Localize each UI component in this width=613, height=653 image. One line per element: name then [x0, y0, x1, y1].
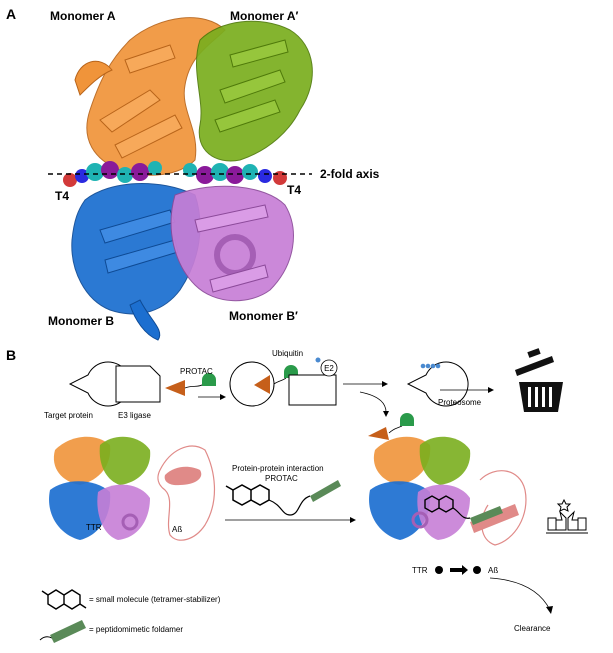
clearance-label: Clearance: [514, 624, 551, 633]
ppi-protac-line1: Protein-protein interaction: [232, 464, 324, 473]
monomer-b-label: Monomer B: [48, 314, 114, 328]
legend-small-molecule-icon: [41, 589, 87, 610]
e3-ligase-label: E3 ligase: [118, 411, 151, 420]
ttr-tetramer-structure: [63, 17, 313, 341]
ppi-protac-molecule: [225, 480, 341, 516]
polyubiquitin-chain: [420, 363, 441, 369]
abeta-right-label: Aß: [488, 566, 498, 575]
bound-ppi-protac: [424, 495, 471, 519]
thumbs-up-icon: [546, 498, 588, 534]
ttr-dot: [435, 566, 443, 574]
arrow-protac-release: [359, 391, 387, 413]
ttr-tetramer-small-right: [369, 436, 471, 540]
protac-molecule: [165, 373, 216, 396]
monomer-b-ribbon: [71, 183, 201, 341]
ubiquitin-label: Ubiquitin: [272, 349, 303, 358]
ternary-e3-ligase: [288, 374, 337, 406]
panel-b-label: B: [6, 347, 16, 363]
abeta-peptide-left: [157, 445, 215, 541]
monomer-a-ribbon: [74, 17, 226, 176]
monomer-a-label: Monomer A: [50, 9, 116, 23]
ubiquitin-dot: [315, 357, 321, 363]
legend-foldamer-icon: [39, 620, 86, 643]
monomer-b-prime-label: Monomer B′: [229, 309, 298, 323]
target-protein-label: Target protein: [44, 411, 93, 420]
monomer-b-prime-ribbon: [170, 185, 294, 302]
ttr-right-label: TTR: [412, 566, 428, 575]
e3-ligase-shape: [115, 365, 161, 403]
e2-label: E2: [324, 364, 334, 373]
legend-peptidomimetic: = peptidomimetic foldamer: [89, 625, 183, 634]
abeta-dot: [473, 566, 481, 574]
ttr-tetramer-small-left: [49, 436, 151, 540]
protac-label: PROTAC: [180, 367, 213, 376]
arrow-to-clearance: [489, 577, 551, 611]
abeta-peptide-right: [470, 470, 527, 546]
abeta-left-label: Aß: [172, 525, 182, 534]
proteosome-label: Proteosome: [438, 398, 482, 407]
two-fold-axis-label: 2-fold axis: [320, 167, 380, 181]
monomer-a-prime-ribbon: [196, 20, 313, 162]
released-protac: [368, 413, 414, 440]
t4-right-label: T4: [287, 183, 301, 197]
ppi-protac-line2: PROTAC: [265, 474, 298, 483]
ttr-left-label: TTR: [86, 523, 102, 532]
t4-left-label: T4: [55, 189, 69, 203]
monomer-a-prime-label: Monomer A′: [230, 9, 299, 23]
ubiquitinated-protein: [406, 361, 469, 407]
t4-ligand-left: [63, 161, 162, 187]
panel-a-label: A: [6, 6, 16, 22]
legend-small-molecule: = small molecule (tetramer-stabilizer): [89, 595, 221, 604]
trash-can-icon: [515, 348, 563, 412]
ttr-to-abeta-arrow: [450, 565, 468, 575]
e2-circle: [320, 359, 338, 377]
t4-ligand-right: [183, 163, 287, 185]
